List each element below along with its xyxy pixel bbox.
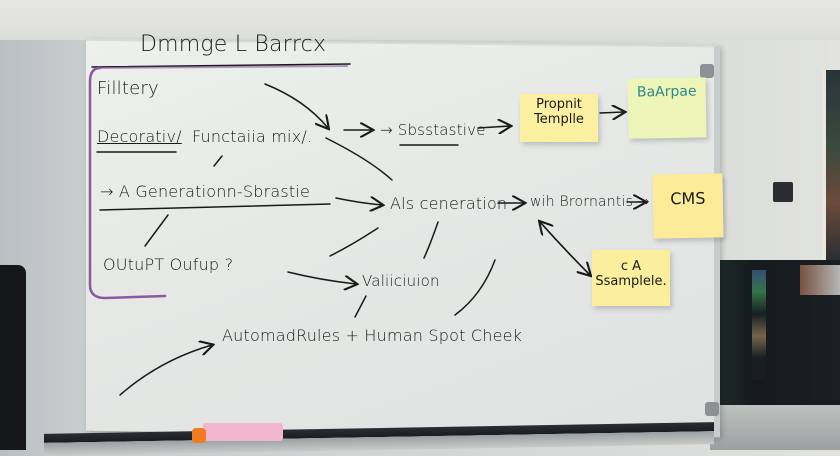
sticky-line: Templle <box>534 111 584 127</box>
window <box>822 70 840 260</box>
shelf-item <box>800 265 840 295</box>
sticky-line: BaArpae <box>636 83 697 101</box>
label-filtery: Fillterу <box>97 78 159 99</box>
label-generation: → A Generationn-Sbrastie <box>100 182 311 201</box>
sticky-note-baarpae: BaArpae <box>627 77 707 139</box>
sticky-note-cms: CMS <box>652 173 724 239</box>
wall <box>0 0 840 40</box>
shelf-items <box>752 270 766 380</box>
sticky-line: Ssamplele. <box>595 273 667 289</box>
label-substantive: → Sbsstastive <box>380 121 486 139</box>
wall-switch <box>773 182 793 202</box>
board-corner <box>705 402 719 416</box>
sticky-note-prompt-template: Propnit Templle <box>520 94 598 142</box>
whiteboard <box>86 38 720 438</box>
board-title: Dmmge L Barrcx <box>140 32 327 57</box>
label-output: OUtuPT Oufup ? <box>103 255 234 274</box>
eraser <box>203 423 283 441</box>
sticky-line: CMS <box>670 188 706 209</box>
sticky-note-sample: c A Ssamplele. <box>592 250 670 306</box>
monitor-edge <box>0 265 26 450</box>
label-with-brand: wih Brornantis → <box>530 194 650 210</box>
label-validation: Valiiciuion <box>362 272 440 290</box>
label-ai-generation: Als ceneration <box>390 194 508 213</box>
marker <box>192 428 206 443</box>
label-functional-mix: Functaiia mix/. <box>192 127 313 146</box>
label-automated-rules: AutomadRules + Human Spot Cheek <box>222 326 523 345</box>
sticky-line: Propnit <box>536 97 582 112</box>
desk <box>710 405 840 450</box>
board-corner <box>700 64 714 78</box>
label-decorative: Decorativ/ <box>97 127 182 146</box>
sticky-line: c A <box>620 259 642 274</box>
